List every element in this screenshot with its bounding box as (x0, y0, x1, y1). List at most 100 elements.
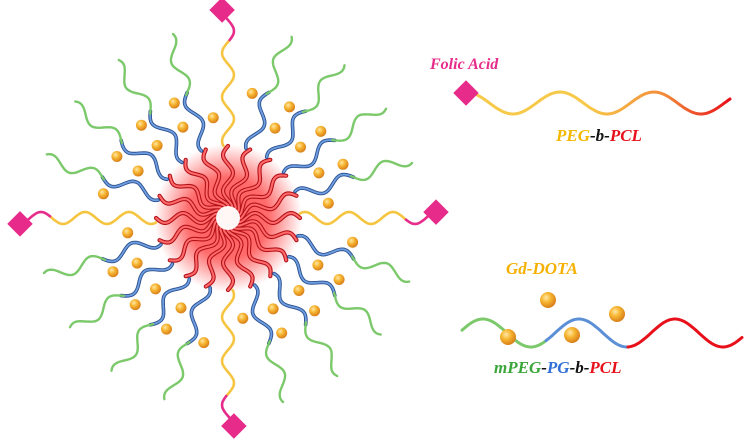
mpeg-segment (74, 100, 123, 145)
pcl-core-segment (230, 148, 252, 209)
peg-segment (220, 38, 236, 148)
mpeg-segment (333, 291, 382, 336)
micelle (7, 0, 449, 439)
gd-dota-icon (322, 197, 334, 209)
mpeg-segment (331, 107, 388, 142)
pg-segment (294, 173, 355, 195)
pcl-core-segment (184, 224, 219, 278)
mpeg-segment (304, 321, 339, 378)
core-center (216, 206, 240, 230)
legend-peg-b-pcl: Folic Acid PEG-b-PCL (429, 56, 732, 145)
gd-dota-icon (333, 274, 345, 285)
gd-dota-icon (168, 97, 180, 109)
gd-dota-icon (150, 283, 161, 295)
pcl-core-segment (158, 194, 219, 216)
mpeg-segment (68, 294, 125, 329)
gd-dota-icon (175, 302, 187, 314)
label-segment: PCL (609, 126, 642, 145)
gd-dota-icon (267, 303, 279, 315)
label-segment: PCL (588, 358, 621, 377)
mpeg-segment (169, 32, 192, 97)
folic-acid-icon (7, 211, 33, 237)
gd-dota-icon (237, 312, 249, 324)
pg-outline (182, 90, 206, 153)
pcl-core-segment (230, 229, 272, 278)
gd-dota-icon (198, 337, 210, 349)
gd-dota-icon (312, 259, 324, 271)
pcl-core-segment (168, 220, 217, 262)
gd-dota-icon (151, 140, 163, 151)
pcl-core-segment (222, 145, 234, 207)
gd-dota-icon (313, 167, 325, 179)
pcl-core-segment (226, 229, 254, 288)
label-segment: - (541, 358, 547, 377)
mpeg-segment (110, 323, 155, 372)
gd-dota-icon (540, 292, 556, 308)
gd-dota-icon (129, 299, 141, 311)
mpeg-segment (265, 35, 294, 95)
gd-dota-icon (500, 329, 516, 345)
pg-segment (101, 241, 162, 263)
pcl-core-segment (237, 158, 272, 212)
mpeg-segment (42, 254, 107, 277)
gd-dota-icon (132, 165, 144, 177)
gd-dota-icon (122, 227, 134, 239)
pg-segment (149, 110, 183, 164)
pg-outline (293, 172, 356, 196)
pg-outline (100, 240, 163, 264)
pcl-core-segment (239, 212, 301, 224)
mpeg-segment (162, 341, 191, 401)
gd-dota-icon (177, 121, 189, 133)
pg-segment (149, 278, 191, 326)
pcl-core-segment (239, 192, 298, 220)
pcl-core-segment (202, 148, 230, 207)
pg-segment (101, 176, 159, 202)
pcl-core-segment (234, 227, 288, 262)
gd-dota-icon (284, 101, 295, 113)
folic-acid-icon (209, 0, 235, 23)
mpeg-pg-b-pcl-label: mPEG-PG-b-PCL (494, 358, 622, 377)
gd-dota-icon (347, 236, 359, 248)
gd-dota-icon (131, 257, 143, 269)
pcl-core-segment (184, 158, 226, 207)
pg-segment (273, 272, 307, 326)
pcl-core-segment (168, 174, 222, 209)
folic-acid-linker (404, 215, 430, 226)
pg-outline (272, 271, 308, 327)
label-segment: PEG (555, 126, 591, 145)
gd-dota-icon (107, 266, 119, 278)
pcl-core-segment (155, 212, 217, 224)
mpeg-segment (351, 255, 411, 284)
gd-dota-label: Gd-DOTA (506, 259, 578, 278)
pg-outline (281, 138, 337, 174)
folic-acid-label: Folic Acid (429, 56, 499, 73)
peg-b-pcl-label: PEG-b-PCL (555, 126, 642, 145)
peg-segment (48, 210, 158, 226)
label-segment: -b- (570, 358, 590, 377)
mpeg-segment (117, 58, 152, 115)
gd-dota-icon (315, 125, 327, 137)
pg-segment (288, 255, 336, 297)
folic-acid-linker (225, 16, 236, 42)
label-segment: -b- (590, 126, 610, 145)
pg-segment (282, 139, 336, 173)
folic-acid-icon (221, 413, 247, 439)
gd-dota-icon (337, 158, 349, 170)
gd-dota-icon (276, 327, 288, 339)
gd-dota-icon (246, 87, 258, 99)
peg-segment (298, 210, 408, 226)
gd-dota-icon (135, 119, 147, 131)
gd-dota-icon (564, 327, 580, 343)
folic-acid-linker (26, 210, 52, 221)
label-segment: mPEG (494, 358, 542, 377)
folic-acid-icon (453, 80, 479, 106)
pcl-core-segment (204, 227, 226, 288)
gd-dota-icon (609, 306, 625, 322)
pg-outline (148, 109, 184, 165)
folic-acid-icon (423, 199, 449, 225)
pg-segment (251, 284, 273, 345)
gd-dota-icon (161, 323, 172, 335)
legend-mpeg-pg-b-pcl: Gd-DOTA mPEG-PG-b-PCL (460, 259, 744, 377)
gd-dota-icon (111, 151, 123, 162)
mpeg-segment (264, 339, 287, 404)
